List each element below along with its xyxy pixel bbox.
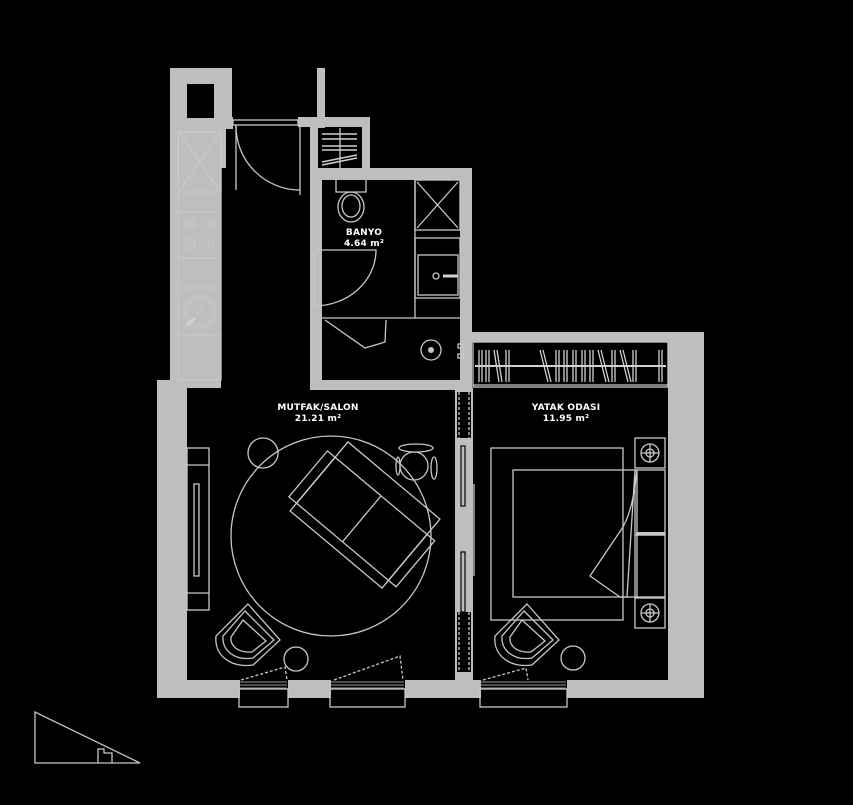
armchair-icon bbox=[215, 603, 281, 667]
window-icon bbox=[329, 655, 406, 708]
side-table-icon bbox=[247, 437, 279, 469]
vent-grille-icon bbox=[318, 128, 362, 168]
room-name: BANYO bbox=[345, 228, 383, 238]
nightstand-lamp-icon bbox=[634, 597, 666, 629]
partition-door bbox=[457, 392, 475, 672]
side-table-icon bbox=[283, 646, 309, 672]
kitchen-counter bbox=[177, 131, 222, 381]
room-name: MUTFAK/SALON bbox=[277, 403, 359, 413]
north-arrow-icon bbox=[34, 710, 141, 764]
drain-icon bbox=[420, 339, 442, 361]
room-label-banyo: BANYO 4.64 m² bbox=[334, 228, 394, 250]
side-table-icon bbox=[560, 645, 586, 671]
sink-icon bbox=[183, 295, 217, 329]
sofa-icon bbox=[287, 441, 441, 589]
stool-icon bbox=[395, 443, 438, 481]
shower-icon bbox=[322, 179, 461, 319]
toilet-icon bbox=[335, 180, 367, 223]
wardrobe-icon bbox=[472, 341, 669, 388]
room-label-yatak-odasi: YATAK ODASI 11.95 m² bbox=[518, 403, 614, 425]
room-area: 11.95 m² bbox=[542, 414, 590, 424]
room-name: YATAK ODASI bbox=[531, 403, 601, 413]
bed-icon bbox=[490, 447, 666, 621]
round-rug bbox=[230, 435, 432, 637]
window-icon bbox=[479, 667, 568, 708]
bathroom-fixtures bbox=[313, 179, 465, 361]
nightstand-lamp-icon bbox=[634, 437, 666, 469]
entrance-door-icon bbox=[232, 119, 301, 195]
room-area: 21.21 m² bbox=[294, 414, 342, 424]
stove-icon bbox=[184, 218, 215, 250]
walls bbox=[157, 68, 704, 698]
armchair-icon bbox=[494, 603, 560, 667]
room-label-mutfak-salon: MUTFAK/SALON 21.21 m² bbox=[268, 403, 368, 425]
tv-unit bbox=[186, 447, 210, 611]
room-area: 4.64 m² bbox=[343, 239, 385, 249]
window-icon bbox=[238, 666, 289, 708]
door-swing-icon bbox=[313, 249, 377, 307]
